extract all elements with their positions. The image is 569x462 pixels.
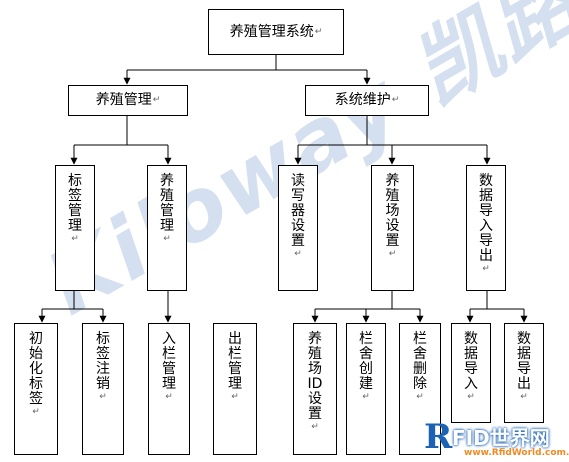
rfid-world-logo: R FID世界网 www.RfidWorld.com.cn (424, 417, 569, 460)
node-breeding-mgmt: 养殖管理↵ (68, 85, 188, 116)
paragraph-mark-icon: ↵ (520, 392, 528, 402)
paragraph-mark-icon: ↵ (231, 392, 239, 402)
node-root-label: 养殖管理系统 (229, 23, 314, 40)
node-pen-delete: 栏舍删除↵ (399, 323, 441, 455)
paragraph-mark-icon: ↵ (99, 392, 107, 402)
node-system-maintenance: 系统维护↵ (305, 85, 429, 116)
paragraph-mark-icon: ↵ (388, 249, 397, 259)
node-data-import-export: 数据导入导出↵ (466, 165, 506, 291)
node-label: 养殖场 ID 设置 (307, 331, 323, 422)
node-label: 入栏管理 (162, 331, 176, 392)
logo-r-letter: R (424, 417, 453, 457)
paragraph-mark-icon: ↵ (416, 392, 424, 402)
paragraph-mark-icon: ↵ (482, 264, 490, 274)
node-tag-mgmt: 标签管理↵ (55, 165, 95, 291)
paragraph-mark-icon: ↵ (467, 392, 475, 402)
paragraph-mark-icon: ↵ (163, 234, 171, 244)
node-label: 读写器设置 (291, 173, 305, 249)
node-data-import: 数据导入↵ (451, 323, 491, 423)
node-tag-cancel: 标签注销↵ (82, 323, 124, 455)
node-label: 系统维护 (334, 92, 391, 109)
paragraph-mark-icon: ↵ (391, 95, 400, 106)
node-label: 数据导入 (464, 331, 478, 392)
node-farm-settings: 养殖场设置↵ (371, 165, 414, 291)
node-pen-out: 出栏管理↵ (213, 323, 257, 455)
node-data-export: 数据导出↵ (504, 323, 544, 423)
paragraph-mark-icon: ↵ (362, 392, 370, 402)
node-label: 数据导出 (517, 331, 531, 392)
node-farm-id-settings: 养殖场 ID 设置↵ (293, 323, 337, 455)
node-label: 初始化标签 (29, 331, 43, 407)
node-reader-settings: 读写器设置↵ (278, 165, 318, 291)
node-label: 养殖管理 (160, 173, 174, 234)
logo-main-text: FID世界网 (452, 426, 550, 450)
paragraph-mark-icon: ↵ (32, 407, 40, 417)
node-root: 养殖管理系统↵ (208, 9, 344, 55)
paragraph-mark-icon: ↵ (314, 26, 323, 37)
node-label: 标签管理 (68, 173, 82, 234)
node-label: 养殖场设置 (385, 173, 400, 249)
node-label: 栏舍创建 (359, 331, 373, 392)
node-pen-in: 入栏管理↵ (148, 323, 190, 455)
paragraph-mark-icon: ↵ (311, 422, 319, 432)
paragraph-mark-icon: ↵ (152, 95, 161, 106)
paragraph-mark-icon: ↵ (71, 234, 79, 244)
node-init-tag: 初始化标签↵ (14, 323, 58, 455)
node-breeding-mgmt-sub: 养殖管理↵ (147, 165, 187, 291)
paragraph-mark-icon: ↵ (165, 392, 173, 402)
node-label: 栏舍删除 (413, 331, 427, 392)
logo-sub-text: www.RfidWorld.com.cn (464, 448, 569, 458)
node-label: 养殖管理 (95, 92, 152, 109)
node-label: 数据导入导出 (479, 173, 493, 264)
node-label: 标签注销 (96, 331, 110, 392)
node-label: 出栏管理 (228, 331, 242, 392)
node-pen-create: 栏舍创建↵ (346, 323, 386, 455)
paragraph-mark-icon: ↵ (294, 249, 302, 259)
